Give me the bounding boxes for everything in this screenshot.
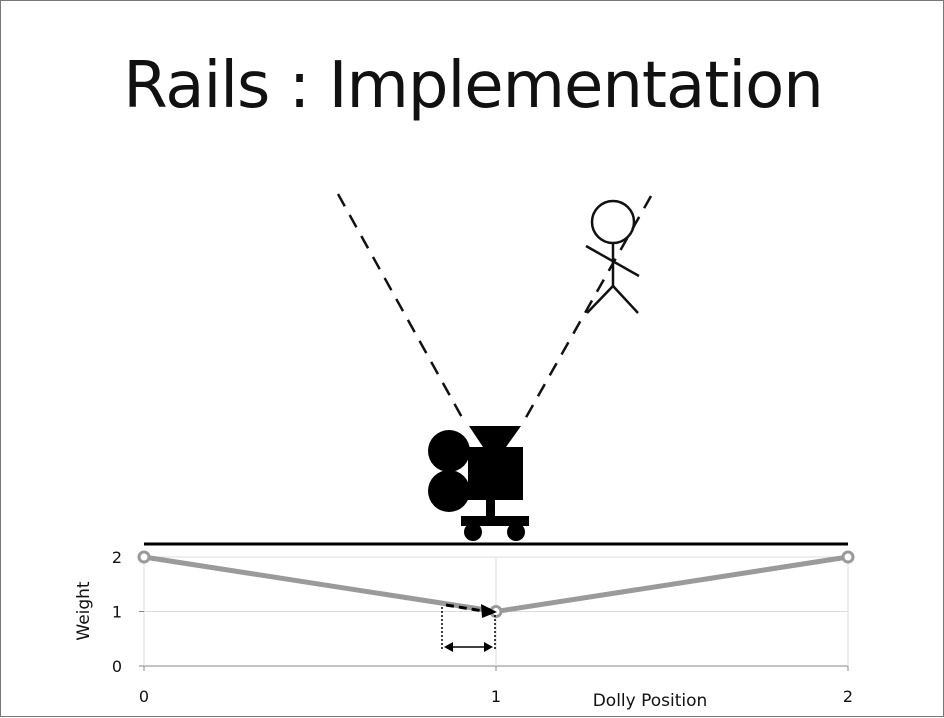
x-axis-label: Dolly Position (593, 691, 708, 711)
approach-arrow-line (445, 603, 484, 613)
data-point (137, 550, 151, 564)
approach-arrowhead-icon (481, 604, 497, 618)
y-tick-label: 1 (112, 603, 122, 622)
data-point (841, 550, 855, 564)
offset-arrow-left-icon (444, 642, 453, 652)
camera-dolly-icon (428, 426, 529, 541)
y-tick-label: 0 (112, 657, 122, 676)
weight-chart: 0 1 2 0 1 2 Weight Dolly Position (74, 548, 855, 711)
y-axis-label: Weight (74, 581, 94, 641)
x-tick-label: 2 (843, 687, 853, 706)
x-tick-label: 1 (491, 687, 501, 706)
offset-arrow-right-icon (484, 642, 493, 652)
y-tick-label: 2 (112, 548, 122, 567)
view-line-right (522, 195, 653, 422)
slide-title: Rails : Implementation (123, 49, 824, 123)
stick-figure-icon (585, 199, 640, 314)
x-tick-label: 0 (139, 687, 149, 706)
view-line-left (336, 193, 466, 422)
